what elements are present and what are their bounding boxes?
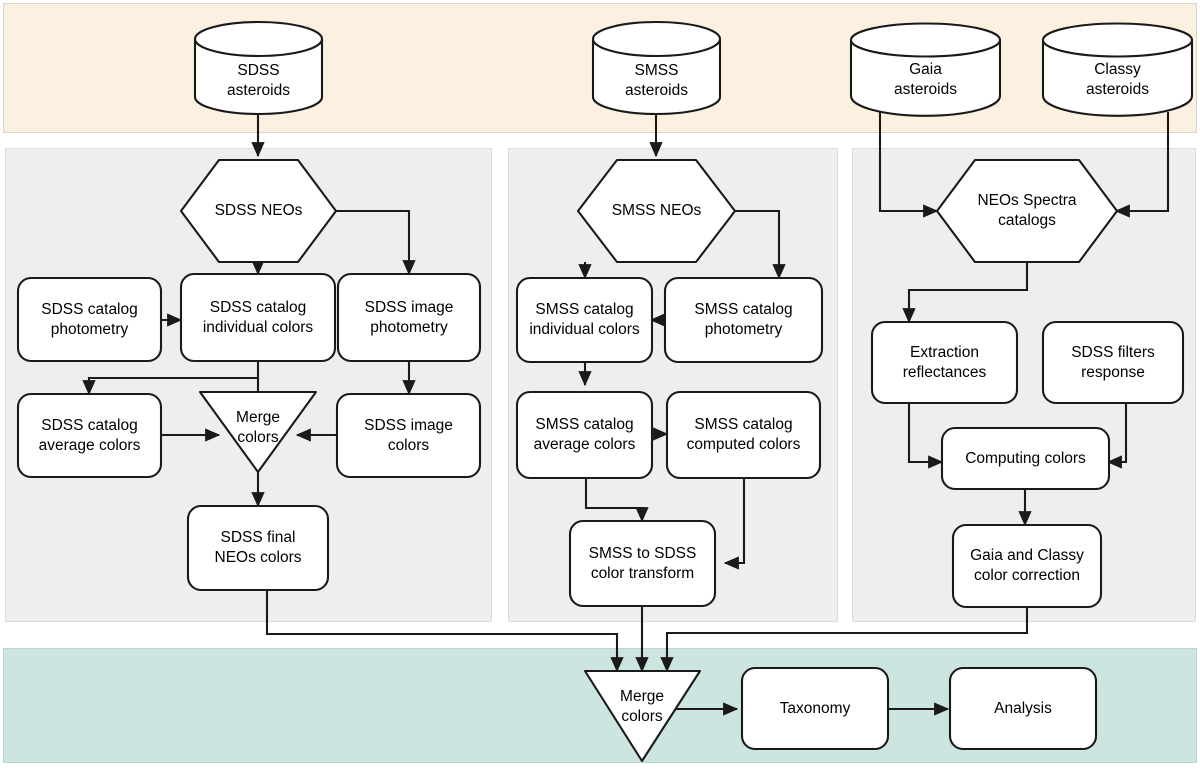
edge-neos-spectra-to-extraction-reflectances [902,262,1029,324]
edge-sdss-individual-colors-to-average-colors [82,361,260,396]
shape-sdss-catalog-individual-colors[interactable] [179,272,337,363]
shape-gaia-asteroids[interactable] [849,22,1002,117]
shape-analysis[interactable] [948,666,1098,751]
edge-classy-asteroids-to-neos-spectra [1114,112,1170,218]
shape-sdss-catalog-photometry[interactable] [16,276,163,363]
shape-extraction-reflectances[interactable] [870,320,1019,405]
shape-smss-to-sdss-color-transform[interactable] [568,519,717,608]
shape-smss-catalog-computed-colors[interactable] [665,390,822,480]
shape-gaia-and-classy-color-correction[interactable] [951,523,1103,609]
shape-neos-spectra-catalogs[interactable] [935,158,1119,264]
edge-sdss-filters-response-to-computing-colors [1106,403,1128,469]
shape-sdss-image-colors[interactable] [335,392,482,479]
shape-smss-catalog-photometry[interactable] [663,276,824,364]
edge-color-correction-to-final-merge [660,607,1029,673]
shape-smss-asteroids[interactable] [591,20,722,116]
shape-taxonomy[interactable] [740,666,890,751]
shape-computing-colors[interactable] [940,426,1111,491]
shape-sdss-asteroids[interactable] [193,20,324,116]
edge-smss-neos-to-catalog-photometry [735,209,786,280]
edge-extraction-reflectances-to-computing-colors [907,403,944,469]
shape-smss-catalog-average-colors[interactable] [515,390,654,480]
edge-smss-computed-colors-to-transform [723,478,746,570]
shape-sdss-catalog-average-colors[interactable] [16,392,163,479]
edge-sdss-final-colors-to-final-merge [265,590,624,673]
shape-smss-catalog-individual-colors[interactable] [515,276,654,364]
shape-sdss-merge-colors[interactable] [198,390,318,474]
edge-smss-average-colors-to-transform [584,478,649,523]
shape-sdss-image-photometry[interactable] [336,272,482,363]
shape-sdss-filters-response[interactable] [1041,320,1185,405]
shape-final-merge-colors[interactable] [583,669,702,763]
edge-gaia-asteroids-to-neos-spectra [878,112,939,218]
shape-smss-neos[interactable] [576,158,737,264]
shape-sdss-neos[interactable] [179,158,338,264]
shape-sdss-final-neos-colors[interactable] [186,504,330,592]
shape-classy-asteroids[interactable] [1041,22,1194,117]
edge-sdss-neos-to-image-photometry [336,209,416,276]
